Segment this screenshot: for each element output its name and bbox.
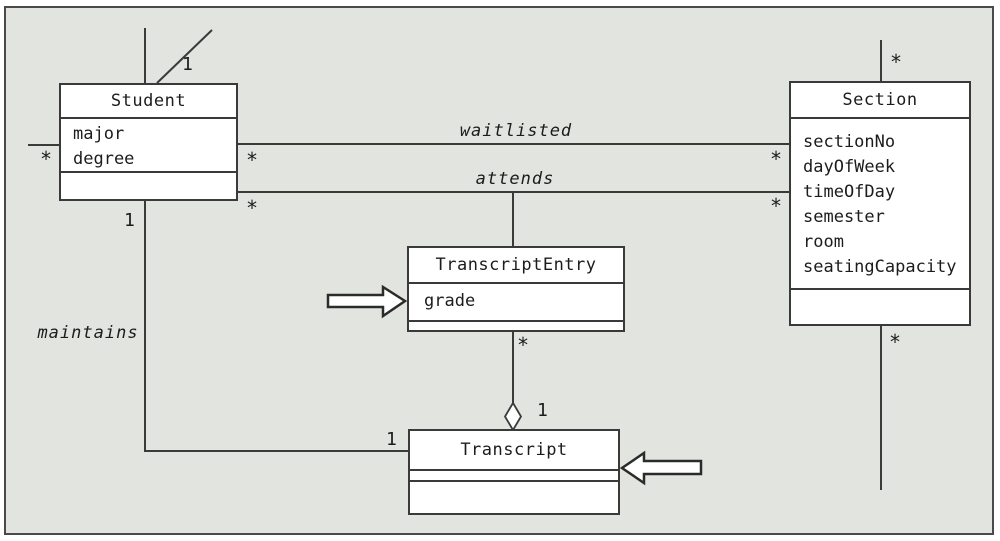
dangling-diagonal-line-above-student: [156, 29, 213, 84]
pointer-arrow-right-icon: [326, 284, 408, 319]
multiplicity-dangling-top-left: 1: [182, 54, 193, 75]
attends-association-label: attends: [475, 169, 555, 189]
multiplicity-aggregation-transcript: 1: [537, 400, 548, 421]
attribute: sectionNo: [803, 132, 896, 152]
multiplicity-dangling-section-top: *: [890, 50, 903, 74]
multiplicity-dangling-left: *: [40, 147, 53, 171]
class-transcriptentry-methods: [409, 320, 623, 330]
class-transcript-attributes: [410, 469, 618, 480]
aggregation-diamond-icon: [503, 401, 523, 432]
multiplicity-waitlisted-student: *: [246, 148, 259, 172]
attribute: semester: [803, 207, 885, 227]
class-transcriptentry-name: TranscriptEntry: [435, 255, 597, 275]
class-section-attributes: sectionNo dayOfWeek timeOfDay semester r…: [791, 117, 969, 288]
attribute: major: [73, 124, 125, 144]
class-transcriptentry: TranscriptEntry grade: [407, 246, 625, 332]
class-transcript-name: Transcript: [460, 440, 568, 460]
pointer-arrow-left-icon: [619, 450, 703, 486]
attribute: timeOfDay: [803, 182, 896, 202]
waitlisted-association-label: waitlisted: [459, 121, 573, 141]
multiplicity-dangling-section-bottom: *: [889, 330, 902, 354]
multiplicity-maintains-student: 1: [124, 210, 135, 231]
maintains-association-label: maintains: [37, 323, 139, 343]
class-section-methods: [791, 288, 969, 324]
attribute: seatingCapacity: [803, 257, 957, 277]
multiplicity-aggregation-transcriptentry: *: [517, 333, 530, 357]
class-student-attributes: major degree: [61, 117, 236, 171]
attribute: grade: [424, 291, 476, 311]
class-transcript: Transcript: [408, 429, 620, 515]
multiplicity-maintains-transcript: 1: [386, 429, 397, 450]
class-section-name: Section: [842, 90, 918, 110]
class-student-methods: [61, 171, 236, 199]
multiplicity-waitlisted-section: *: [770, 147, 783, 171]
class-transcriptentry-attributes: grade: [409, 282, 623, 320]
attribute: room: [803, 232, 844, 252]
multiplicity-attends-student: *: [246, 196, 259, 220]
class-student: Student major degree: [59, 83, 238, 201]
class-transcript-methods: [410, 480, 618, 513]
multiplicity-attends-section: *: [770, 194, 783, 218]
attribute: dayOfWeek: [803, 157, 896, 177]
attribute: degree: [73, 149, 135, 169]
class-section: Section sectionNo dayOfWeek timeOfDay se…: [789, 81, 971, 326]
class-student-name: Student: [110, 91, 187, 111]
